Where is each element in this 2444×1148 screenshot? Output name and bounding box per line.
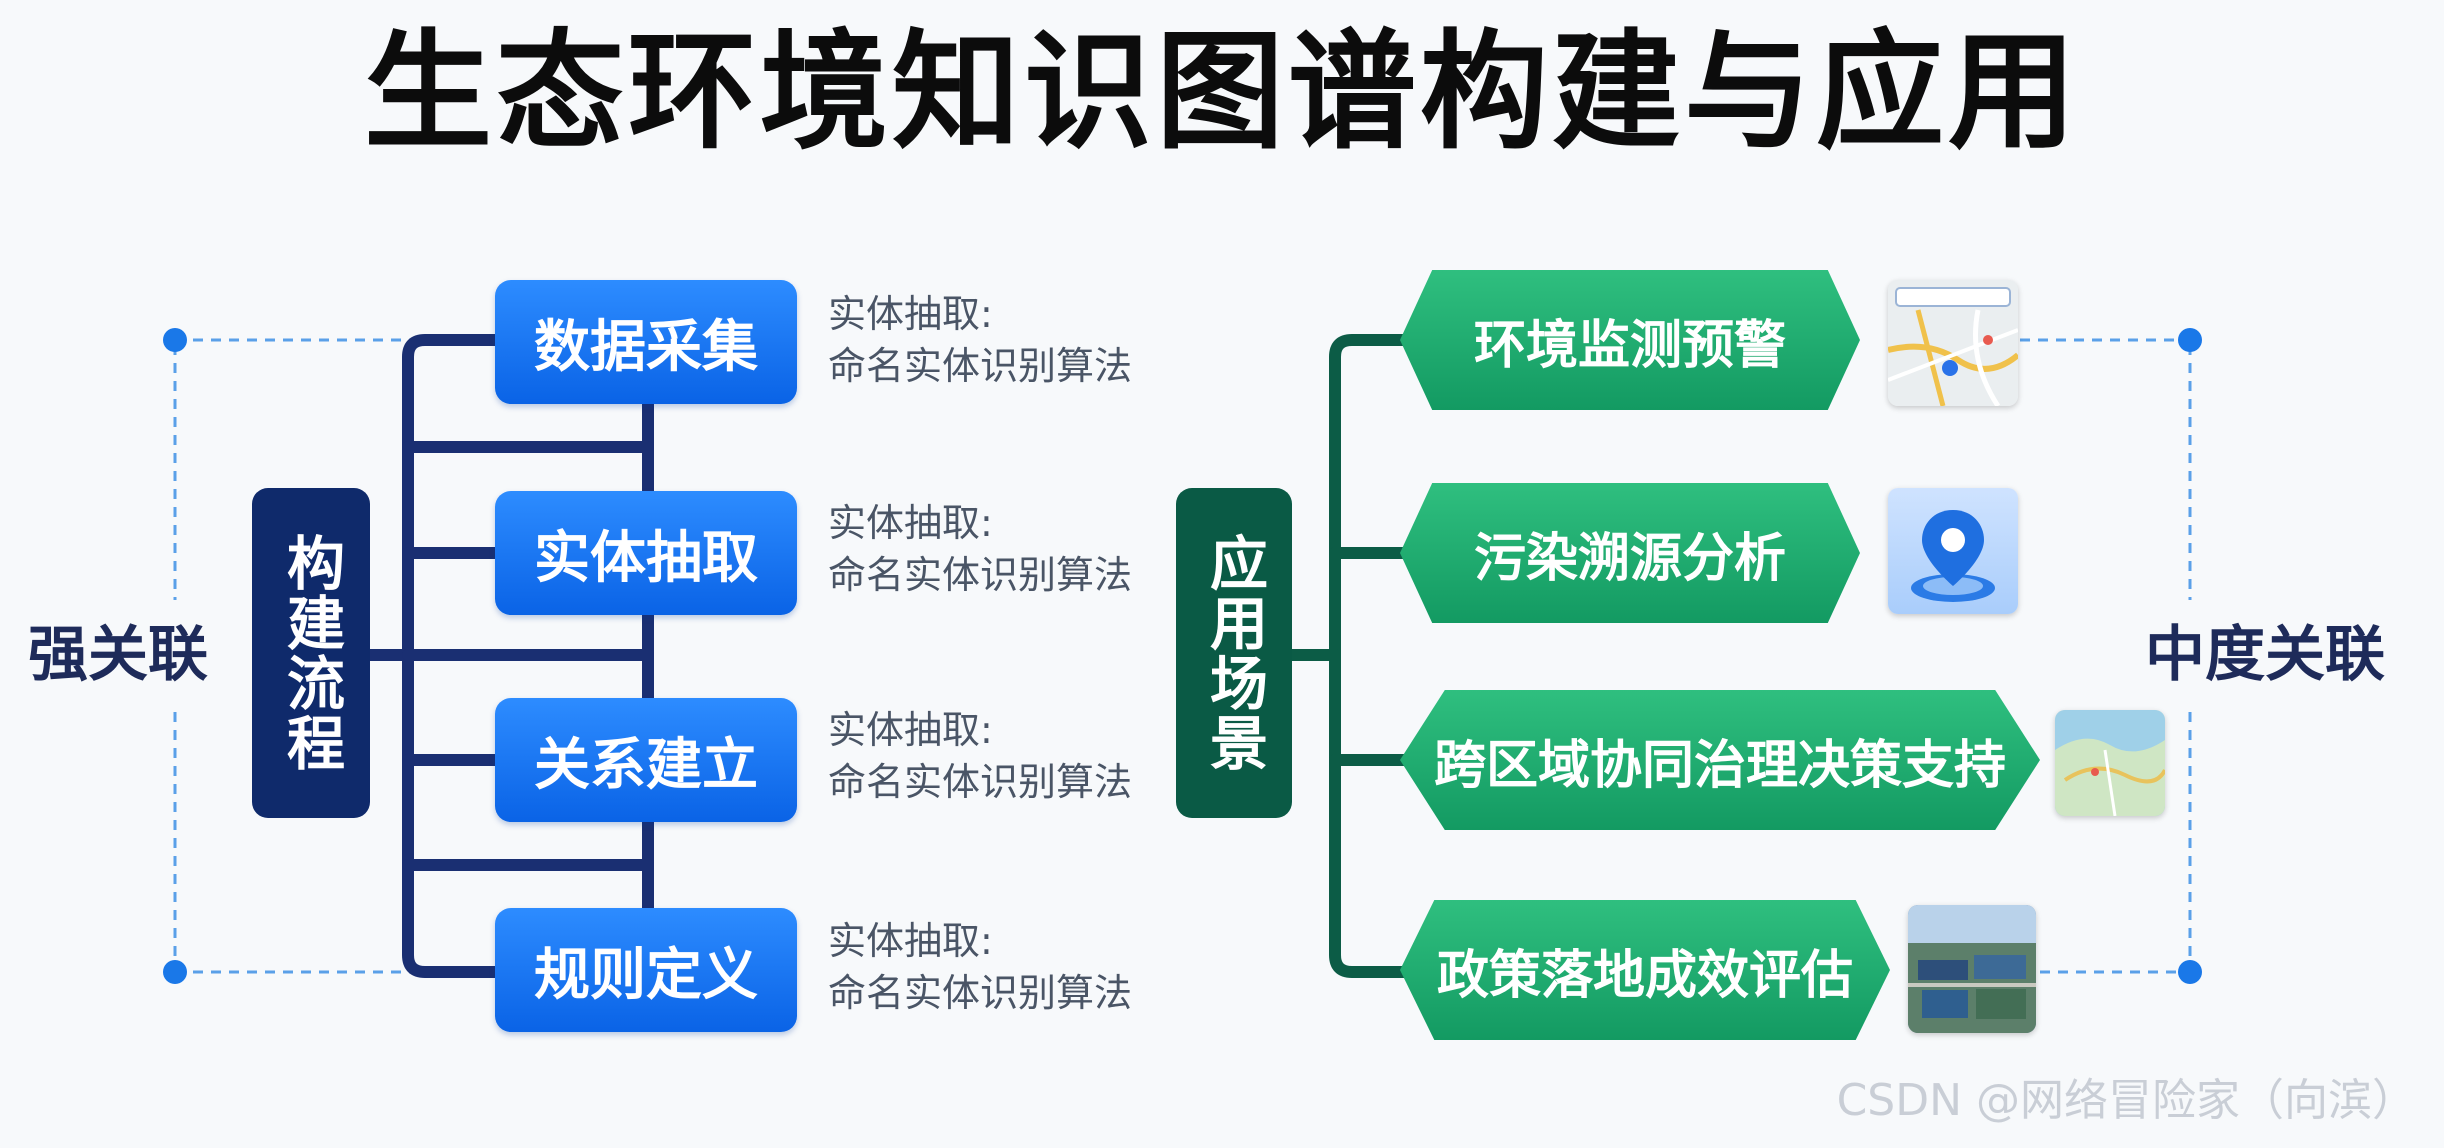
app-item-pollution-tracing: 污染溯源分析 bbox=[1400, 483, 1860, 623]
step-rule-definition: 规则定义 bbox=[495, 908, 797, 1032]
step-description-line2: 命名实体识别算法 bbox=[828, 971, 1133, 1015]
step-description-line1: 实体抽取: bbox=[828, 919, 993, 963]
aerial-photo-icon bbox=[1908, 905, 2036, 1033]
right-side-label: 中度关联 bbox=[2145, 620, 2385, 690]
app-item-cross-region-governance: 跨区域协同治理决策支持 bbox=[1400, 690, 2040, 830]
right-dashed-bracket bbox=[2020, 338, 2192, 974]
step-description: 实体抽取: 命名实体识别算法 bbox=[828, 497, 1132, 601]
app-item-policy-evaluation: 政策落地成效评估 bbox=[1400, 900, 1890, 1040]
construction-label-box: 构建流程 bbox=[252, 488, 370, 818]
left-dot-bottom bbox=[163, 960, 187, 984]
satellite-map-icon bbox=[2055, 710, 2165, 816]
right-dot-bottom bbox=[2178, 960, 2202, 984]
location-pin-icon bbox=[1888, 488, 2018, 614]
step-description: 实体抽取: 命名实体识别算法 bbox=[828, 915, 1132, 1019]
left-dot-top bbox=[163, 328, 187, 352]
watermark: CSDN @网络冒险家（向滨） bbox=[1836, 1075, 2416, 1126]
page-title: 生态环境知识图谱构建与应用 bbox=[363, 18, 2080, 167]
step-description-line1: 实体抽取: bbox=[828, 292, 993, 336]
step-description-line1: 实体抽取: bbox=[828, 501, 993, 545]
left-side-label: 强关联 bbox=[28, 620, 208, 690]
application-label: 应用场景 bbox=[1200, 533, 1268, 773]
construction-tree bbox=[364, 334, 654, 978]
step-relation-building: 关系建立 bbox=[495, 698, 797, 822]
application-tree bbox=[1286, 334, 1421, 978]
right-dot-top bbox=[2178, 328, 2202, 352]
step-description-line1: 实体抽取: bbox=[828, 708, 993, 752]
step-description: 实体抽取: 命名实体识别算法 bbox=[828, 704, 1132, 808]
step-description: 实体抽取: 命名实体识别算法 bbox=[828, 288, 1132, 392]
step-entity-extraction: 实体抽取 bbox=[495, 491, 797, 615]
left-dashed-bracket bbox=[173, 338, 420, 974]
application-label-box: 应用场景 bbox=[1176, 488, 1292, 818]
app-item-environment-monitoring: 环境监测预警 bbox=[1400, 270, 1860, 410]
construction-label: 构建流程 bbox=[277, 533, 345, 773]
map-thumbnail-icon bbox=[1888, 280, 2018, 406]
step-description-line2: 命名实体识别算法 bbox=[828, 760, 1133, 804]
step-description-line2: 命名实体识别算法 bbox=[828, 344, 1133, 388]
step-data-collection: 数据采集 bbox=[495, 280, 797, 404]
step-description-line2: 命名实体识别算法 bbox=[828, 553, 1133, 597]
